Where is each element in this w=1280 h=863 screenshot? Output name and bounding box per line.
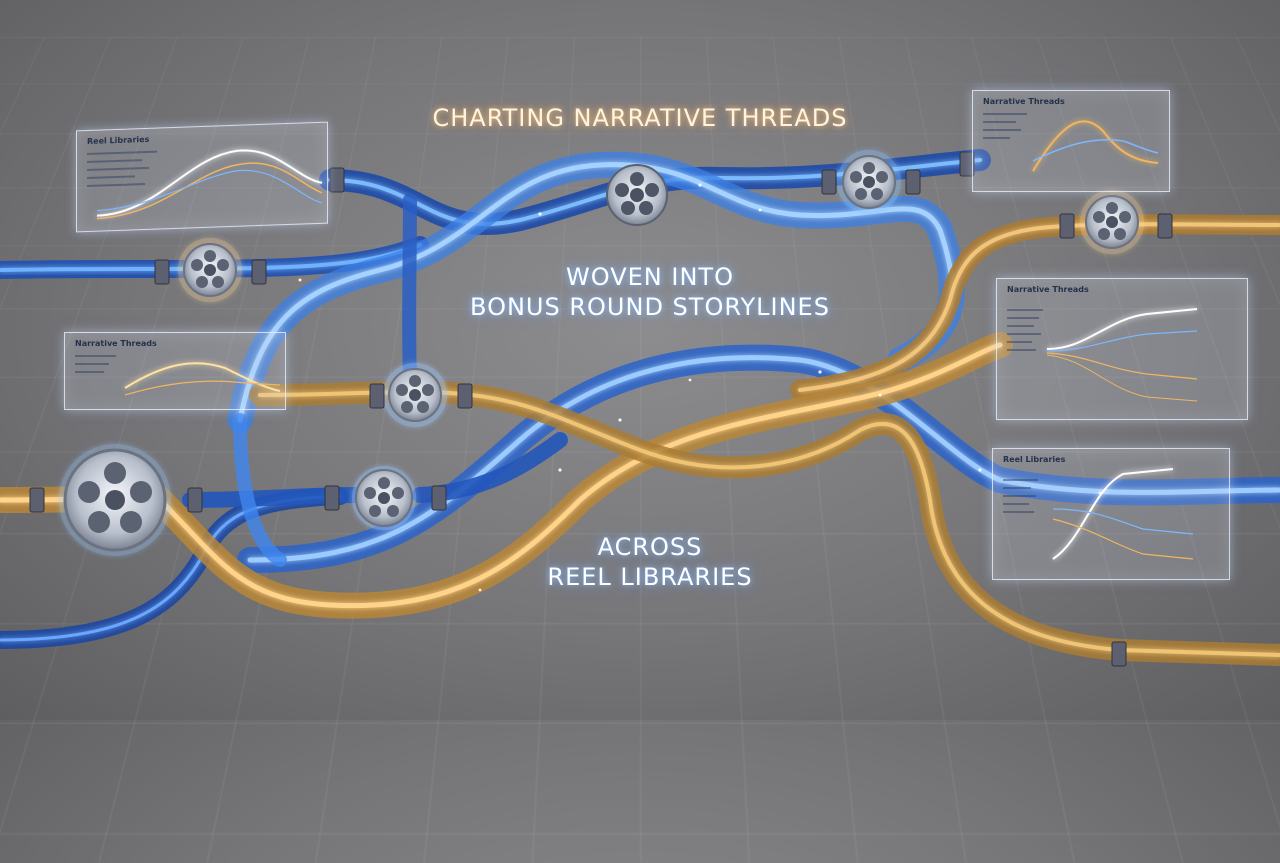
thread-connectors [29,151,1173,667]
film-reel-icon [1080,190,1144,254]
panel-title: Reel Libraries [1003,455,1066,464]
hologram-panel-narrative-left: Narrative Threads [64,332,286,410]
thread-network [0,149,1280,667]
hologram-panel-reel-libraries-bottom: Reel Libraries [992,448,1230,580]
film-reel-icon [606,164,668,226]
panel-curve-chart [124,362,281,396]
hologram-panel-narrative-right: Narrative Threads [996,278,1248,420]
panel-title: Narrative Threads [1007,285,1089,294]
panel-title: Narrative Threads [75,339,157,348]
subhead: WOVEN INTO BONUS ROUND STORYLINES [430,262,870,322]
headline: CHARTING NARRATIVE THREADS [432,104,848,132]
film-reel-icon [352,466,416,530]
film-reel-icon [59,444,171,556]
blue-thread-vertical [402,193,417,387]
film-reels [59,150,1144,556]
tagline: ACROSS REEL LIBRARIES [480,532,820,592]
film-reel-icon [178,238,242,302]
panel-curve-chart [96,149,323,220]
panel-text-lines [1003,479,1050,519]
subhead-line-1: WOVEN INTO [566,263,734,291]
panel-text-lines [983,113,1038,145]
subhead-line-2: BONUS ROUND STORYLINES [470,293,830,321]
panel-curve-chart [1046,308,1198,402]
panel-text-lines [75,355,123,379]
tagline-line-1: ACROSS [597,533,703,561]
panel-title: Narrative Threads [983,97,1065,106]
panel-curve-chart [1032,120,1159,172]
film-reel-icon [837,150,901,214]
sparkles [298,183,1102,592]
hologram-panel-narrative-top: Narrative Threads [972,90,1170,192]
film-reel-icon [383,363,447,427]
panel-curve-chart [1052,468,1194,560]
tagline-line-2: REEL LIBRARIES [547,563,753,591]
hologram-panel-reel-libraries: Reel Libraries [76,121,328,233]
panel-text-lines [1007,309,1052,357]
